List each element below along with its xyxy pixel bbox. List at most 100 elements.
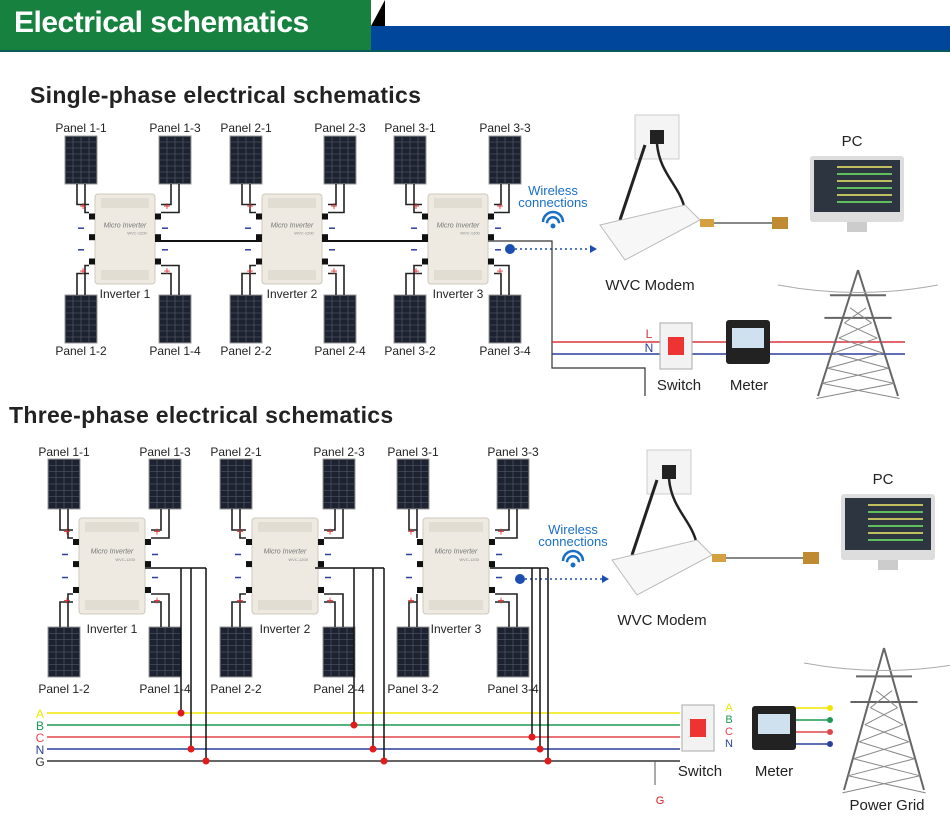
- power-wire: [777, 284, 939, 293]
- panel-label: Panel 2-1: [210, 445, 262, 459]
- dc-cable: [324, 593, 344, 627]
- plus-sign: +: [153, 524, 160, 538]
- panel-label: Panel 3-4: [479, 344, 531, 358]
- dc-cable: [161, 264, 180, 295]
- tower-lattice: [827, 352, 889, 369]
- screen-data: [837, 173, 892, 175]
- inverter-label: Inverter 2: [260, 622, 311, 636]
- screen-data: [837, 166, 892, 168]
- screen-data: [837, 194, 892, 196]
- screen-data: [868, 504, 923, 506]
- junction-dot: [536, 745, 544, 753]
- connector: [489, 561, 495, 568]
- plus-sign: +: [246, 264, 253, 278]
- header-underline: [0, 50, 950, 52]
- arrow-icon: [602, 575, 609, 583]
- inverter-model: WVC-1200: [115, 557, 135, 562]
- panel-label: Panel 1-2: [38, 682, 90, 696]
- connector: [417, 561, 423, 568]
- panel-label: Panel 3-3: [487, 445, 539, 459]
- solar-panel: [496, 626, 530, 678]
- connector: [155, 258, 161, 265]
- solar-panel: [158, 294, 192, 344]
- panel-label: Panel 1-3: [149, 121, 201, 135]
- plug: [650, 130, 664, 144]
- connector: [145, 587, 151, 593]
- switch-label: Switch: [678, 763, 722, 780]
- inverter-body: [251, 517, 319, 615]
- solar-panel: [496, 458, 530, 510]
- dc-cable: [241, 264, 256, 295]
- connector: [256, 234, 262, 241]
- wifi-dot: [570, 562, 576, 568]
- solar-panel: [396, 626, 430, 678]
- solar-panel: [396, 458, 430, 510]
- panel-label: Panel 3-1: [387, 445, 439, 459]
- panel-label: Panel 2-3: [314, 121, 366, 135]
- dc-cable: [151, 593, 170, 627]
- usb-connector: [700, 219, 714, 227]
- panel-label: Panel 1-2: [55, 344, 107, 358]
- plus-sign: +: [326, 593, 333, 607]
- inverter-brand: Micro Inverter: [91, 549, 134, 556]
- plus-sign: +: [163, 199, 170, 213]
- tower-lattice: [864, 707, 904, 726]
- dc-cable: [494, 264, 510, 295]
- power-cord: [667, 478, 699, 546]
- tower-lattice: [847, 758, 921, 777]
- dc-cable: [151, 509, 170, 539]
- serial-connector: [772, 217, 788, 229]
- panel-label: Panel 3-3: [479, 121, 531, 135]
- plus-sign: +: [496, 264, 503, 278]
- breaker-toggle: [668, 337, 684, 355]
- solar-panel: [148, 458, 182, 510]
- inverter-brand: Micro Inverter: [437, 222, 480, 229]
- plus-sign: +: [412, 264, 419, 278]
- plug: [662, 465, 676, 479]
- grid-terminal: [827, 729, 833, 735]
- solar-panel: [323, 135, 357, 185]
- tower-lattice: [842, 775, 926, 794]
- plus-sign: +: [330, 199, 337, 213]
- connector: [422, 213, 428, 220]
- inverter-fin: [258, 522, 312, 532]
- dc-cable: [231, 593, 246, 627]
- inverter-model: WVC-1200: [294, 231, 314, 236]
- solar-panel: [148, 626, 182, 678]
- inverter-fin: [101, 270, 149, 280]
- panel-label: Panel 1-4: [149, 344, 201, 358]
- screen-data: [868, 525, 923, 527]
- wireless-label: connections: [538, 534, 608, 549]
- tower-frame: [817, 269, 899, 397]
- breaker-toggle: [690, 719, 706, 737]
- inverter-label: Inverter 1: [100, 287, 151, 301]
- inverter-label: Inverter 1: [87, 622, 138, 636]
- junction-dot: [380, 757, 388, 765]
- dc-cable: [59, 509, 73, 539]
- plus-sign: +: [497, 524, 504, 538]
- connector: [246, 561, 252, 568]
- plus-sign: +: [79, 264, 86, 278]
- plus-sign: +: [79, 199, 86, 213]
- bus-label-B: B: [36, 719, 44, 733]
- screen-data: [837, 201, 892, 203]
- connector: [155, 234, 161, 241]
- power-tower-icon: [803, 647, 950, 794]
- switch-label: Switch: [657, 377, 701, 394]
- wifi-arc: [541, 210, 565, 223]
- dc-cable: [495, 509, 518, 539]
- junction-dot: [177, 709, 185, 717]
- solar-panel: [158, 135, 192, 185]
- screen-data: [868, 539, 923, 541]
- dc-cable: [495, 593, 518, 627]
- power-tower-icon: [777, 269, 939, 400]
- connector: [322, 234, 328, 241]
- plus-sign: +: [326, 524, 333, 538]
- meter-display: [758, 714, 790, 734]
- inverter-brand: Micro Inverter: [264, 549, 307, 556]
